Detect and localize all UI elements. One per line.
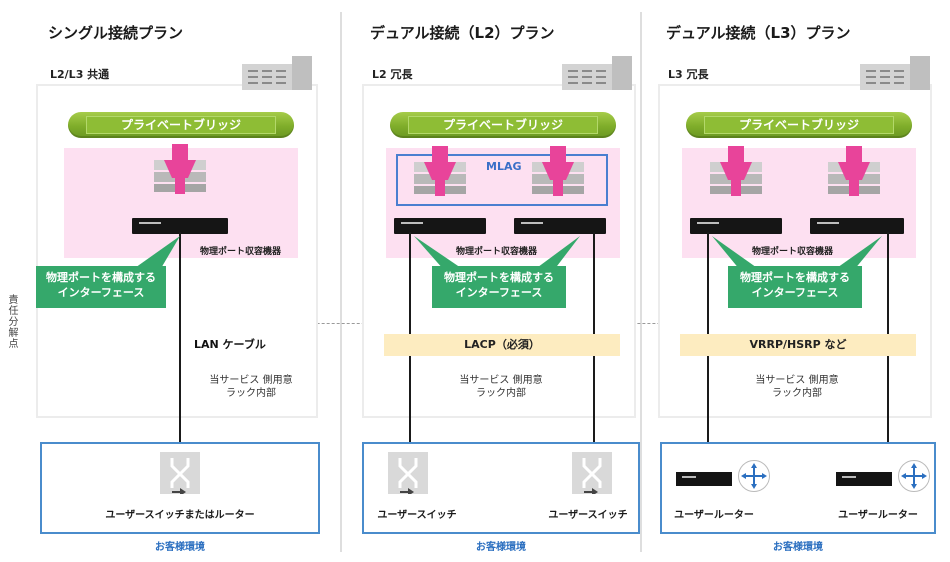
router-stack-icon [828,146,880,196]
customer-env-label: お客様環境 [773,542,823,553]
building-icon [242,56,312,90]
device-label: 物理ポート収容機器 [456,247,538,257]
device-label: 物理ポート収容機器 [752,247,834,257]
router-stack-icon [414,146,466,196]
rack-text: 当サービス 側用意 ラック内部 [752,374,842,400]
dc-label: L3 冗長 [668,68,709,81]
private-bridge-label: プライベートブリッジ [408,116,598,134]
rack-text-line-2: ラック内部 [772,388,822,399]
user-router-device [676,472,732,486]
plan-divider [340,12,342,552]
rack-text-line-1: 当サービス 側用意 [209,375,293,386]
router-stack-icon [710,146,762,196]
mlag-group [396,154,608,206]
rack-text-line-1: 当サービス 側用意 [459,375,543,386]
cross-arrows-icon [398,458,418,496]
callout-pointer [414,236,580,270]
interface-callout: 物理ポートを構成する インターフェース [432,266,566,308]
private-bridge-label: プライベートブリッジ [86,116,276,134]
plan-title-dual-l3: デュアル接続（L3）プラン [666,24,851,42]
cross-arrows-icon [582,458,602,496]
rack-text: 当サービス 側用意 ラック内部 [206,374,296,400]
dc-label: L2/L3 共通 [50,68,110,81]
customer-device-label: ユーザールーター [838,510,918,521]
callout-line-1: 物理ポートを構成する [444,271,554,284]
router-arrows-icon [738,460,770,492]
callout-line-1: 物理ポートを構成する [46,271,156,284]
callout-line-2: インターフェース [751,286,839,299]
dc-label: L2 冗長 [372,68,413,81]
physical-port-device [810,218,904,234]
switch-icon [572,452,612,496]
switch-icon [388,452,428,496]
rack-text-line-1: 当サービス 側用意 [755,375,839,386]
demarcation-label: 責任分解点 [6,294,17,349]
rack-text: 当サービス 側用意 ラック内部 [456,374,546,400]
callout-line-2: インターフェース [57,286,145,299]
physical-port-device [132,218,228,234]
lan-cable [179,232,181,457]
plan-divider [640,12,642,552]
callout-line-1: 物理ポートを構成する [740,271,850,284]
physical-port-device [514,218,606,234]
customer-device-label: ユーザースイッチ [548,510,628,521]
user-router-device [836,472,892,486]
router-stack-icon [532,146,584,196]
building-icon [860,56,930,90]
building-icon [562,56,632,90]
private-bridge: プライベートブリッジ [390,112,616,138]
plan-title-dual-l2: デュアル接続（L2）プラン [370,24,555,42]
switch-icon [160,452,200,496]
cross-arrows-icon [170,458,190,496]
router-stack-icon [154,144,206,194]
private-bridge: プライベートブリッジ [686,112,912,138]
interface-callout: 物理ポートを構成する インターフェース [36,266,166,308]
router-arrows-icon [898,460,930,492]
protocol-band: VRRP/HSRP など [680,334,916,356]
private-bridge-label: プライベートブリッジ [704,116,894,134]
customer-device-label: ユーザースイッチまたはルーター [105,510,255,521]
customer-box [660,442,936,534]
customer-device-label: ユーザースイッチ [377,510,457,521]
customer-env-label: お客様環境 [155,542,205,553]
customer-env-label: お客様環境 [476,542,526,553]
callout-pointer [712,236,882,270]
protocol-band: LACP（必須） [384,334,620,356]
rack-text-line-2: ラック内部 [226,388,276,399]
mlag-label: MLAG [486,160,522,173]
physical-port-device [394,218,486,234]
plan-title-single: シングル接続プラン [48,24,184,42]
rack-text-line-2: ラック内部 [476,388,526,399]
customer-device-label: ユーザールーター [674,510,754,521]
private-bridge: プライベートブリッジ [68,112,294,138]
callout-line-2: インターフェース [455,286,543,299]
callout-pointer [132,236,180,270]
device-label: 物理ポート収容機器 [200,247,282,257]
interface-callout: 物理ポートを構成する インターフェース [728,266,862,308]
physical-port-device [690,218,782,234]
cable-label: LAN ケーブル [194,338,266,351]
